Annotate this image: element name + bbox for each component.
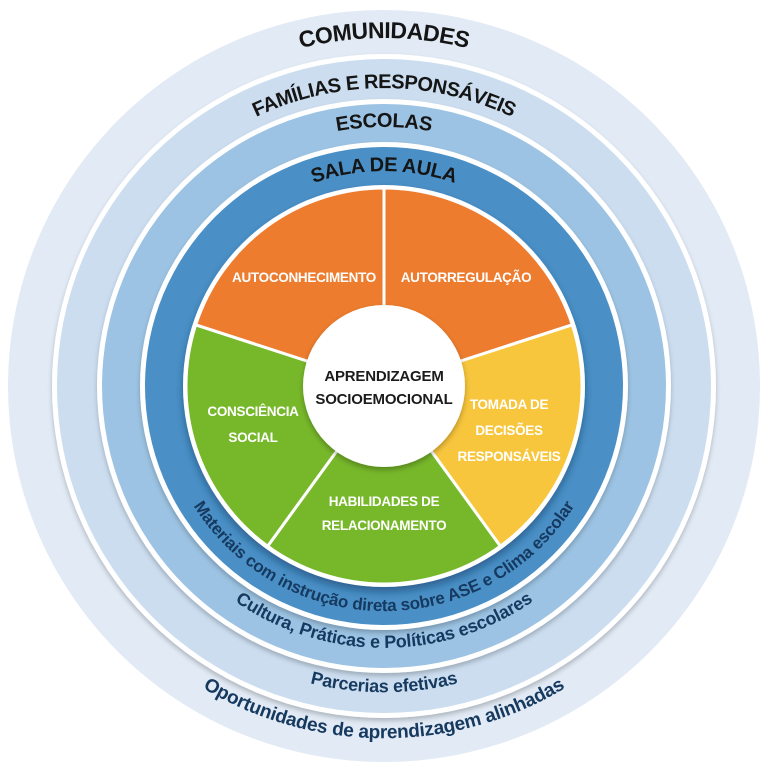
- center-label-line2: SOCIOEMOCIONAL: [315, 391, 452, 408]
- pie-label-autorregulacao: AUTORREGULAÇÃO: [401, 270, 532, 285]
- pie-label-consciencia: CONSCIÊNCIA SOCIAL: [207, 404, 299, 445]
- pie-label-autoconhecimento: AUTOCONHECIMENTO: [232, 270, 376, 285]
- pie-label-consciencia-line2: SOCIAL: [228, 430, 277, 445]
- pie-label-habilidades: HABILIDADES DE RELACIONAMENTO: [322, 494, 447, 533]
- center-circle: [303, 305, 465, 467]
- pie-label-consciencia-line1: CONSCIÊNCIA: [207, 404, 299, 419]
- ring-label-escolas-top: ESCOLAS: [334, 110, 433, 136]
- center-label-line1: APRENDIZAGEM: [324, 368, 443, 385]
- wedge-habilidades-de-relacionamento: [266, 384, 502, 586]
- pie-label-tomada-line1: TOMADA DE: [470, 397, 549, 412]
- pie-label-habilidades-line1: HABILIDADES DE: [329, 494, 440, 509]
- pie-label-tomada-line3: RESPONSÁVEIS: [458, 449, 561, 464]
- pie-label-tomada-de-decisoes: TOMADA DE DECISÕES RESPONSÁVEIS: [458, 397, 562, 464]
- pie-label-habilidades-line2: RELACIONAMENTO: [322, 518, 447, 533]
- pie-label-tomada-line2: DECISÕES: [475, 423, 543, 438]
